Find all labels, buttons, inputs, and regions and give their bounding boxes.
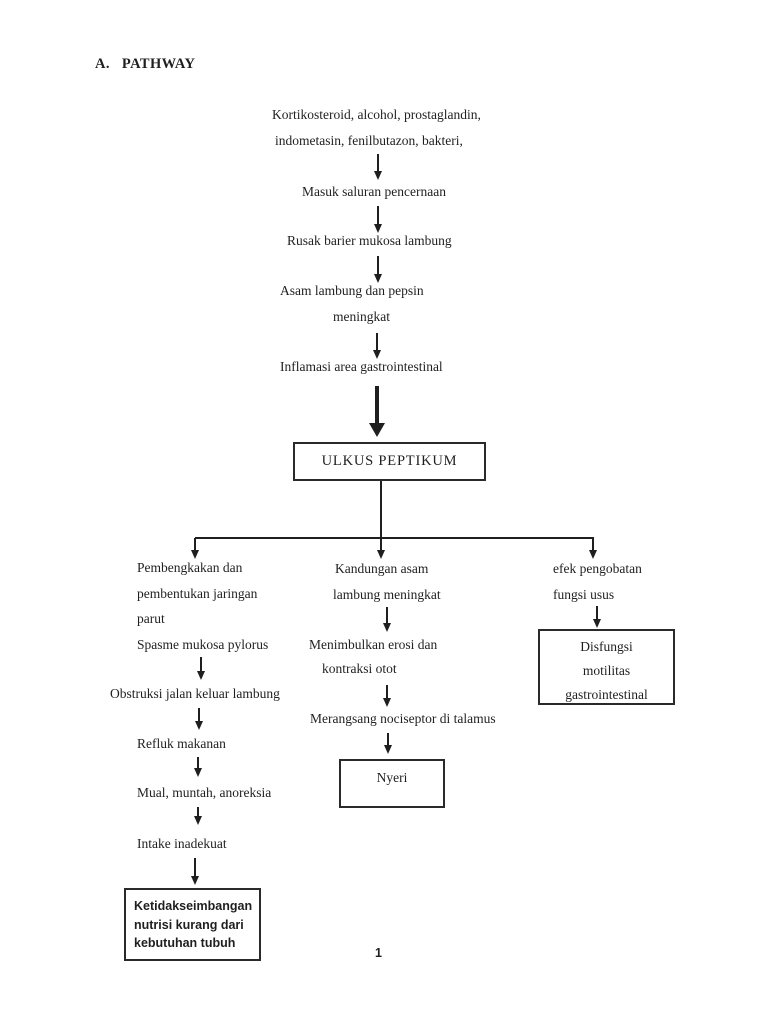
ketidakseimbangan-line3: kebutuhan tubuh [134, 936, 236, 950]
node-inflamasi: Inflamasi area gastrointestinal [280, 359, 443, 374]
arrow-down-icon [193, 757, 203, 777]
node-pembengkakan-line3: parut [137, 611, 165, 626]
node-intake: Intake inadekuat [137, 836, 227, 851]
page-title: A. PATHWAY [95, 56, 195, 73]
node-refluk: Refluk makanan [137, 736, 226, 751]
arrow-down-icon [382, 607, 392, 632]
arrow-down-icon [383, 733, 393, 754]
heading-list-marker: A. [95, 56, 110, 72]
arrow-down-icon [382, 685, 392, 707]
nyeri-label: Nyeri [376, 770, 408, 785]
node-mual: Mual, muntah, anoreksia [137, 785, 272, 800]
ketidakseimbangan-line2: nutrisi kurang dari [134, 917, 244, 932]
node-pembengkakan-line2: pembentukan jaringan [137, 586, 258, 601]
arrow-down-icon [190, 858, 200, 885]
node-erosi-line2: kontraksi otot [322, 661, 397, 676]
ulkus-peptikum-box: ULKUS PEPTIKUM [293, 442, 486, 481]
arrow-down-bold-icon [369, 386, 385, 437]
node-kandungan-line1: Kandungan asam [335, 561, 429, 576]
node-erosi-line1: Menimbulkan erosi dan [309, 637, 438, 652]
node-kandungan-line2: lambung meningkat [333, 587, 441, 602]
arrow-down-icon [193, 807, 203, 825]
arrow-down-icon [373, 206, 383, 233]
node-spasme: Spasme mukosa pylorus [137, 637, 269, 652]
disfungsi-box: Disfungsi motilitas gastrointestinal [538, 629, 675, 705]
node-obstruksi: Obstruksi jalan keluar lambung [110, 686, 280, 701]
arrow-down-icon [372, 333, 382, 359]
arrow-down-icon [373, 256, 383, 283]
ulkus-peptikum-label: ULKUS PEPTIKUM [321, 453, 458, 469]
connector-horizontal-line [195, 537, 594, 539]
arrow-down-icon [588, 538, 598, 559]
node-causes-line2: indometasin, fenilbutazon, bakteri, [275, 133, 463, 148]
disfungsi-line1: Disfungsi [580, 639, 633, 654]
nyeri-box: Nyeri [339, 759, 445, 808]
connector-stub-line [380, 481, 382, 538]
node-efek-line1: efek pengobatan [553, 561, 642, 576]
ketidakseimbangan-box: Ketidakseimbangan nutrisi kurang dari ke… [124, 888, 261, 961]
node-merangsang: Merangsang nociseptor di talamus [310, 711, 496, 726]
arrow-down-icon [373, 154, 383, 180]
node-pembengkakan-line1: Pembengkakan dan [137, 560, 243, 575]
arrow-down-icon [376, 538, 386, 559]
page-number: 1 [375, 946, 382, 960]
node-efek-line2: fungsi usus [553, 587, 615, 602]
node-causes-line1: Kortikosteroid, alcohol, prostaglandin, [272, 107, 481, 122]
node-rusak-barier: Rusak barier mukosa lambung [287, 233, 452, 248]
node-asam-pepsin-line1: Asam lambung dan pepsin [280, 283, 424, 298]
arrow-down-icon [194, 708, 204, 730]
ketidakseimbangan-line1: Ketidakseimbangan [134, 899, 253, 913]
arrow-down-icon [196, 657, 206, 680]
arrow-down-icon [190, 538, 200, 559]
disfungsi-line2: motilitas [582, 663, 631, 678]
heading-text: PATHWAY [121, 56, 196, 72]
node-asam-pepsin-line2: meningkat [333, 309, 390, 324]
disfungsi-line3: gastrointestinal [565, 687, 648, 702]
node-masuk-saluran: Masuk saluran pencernaan [302, 184, 446, 199]
arrow-down-icon [592, 606, 602, 628]
